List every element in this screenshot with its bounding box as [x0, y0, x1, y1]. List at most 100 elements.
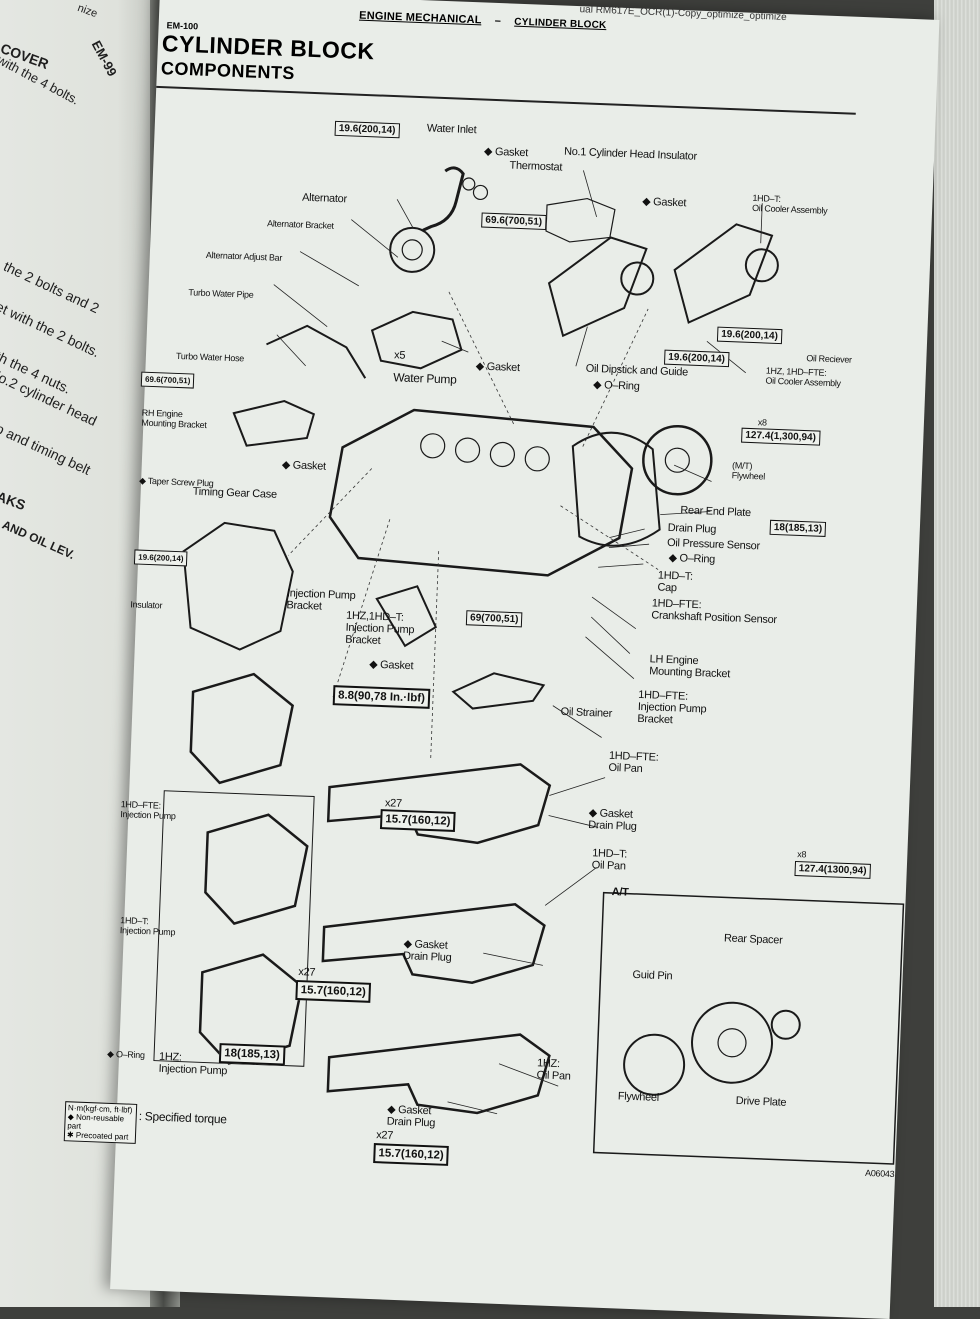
drive-plate-part [691, 1001, 774, 1084]
part-label: 1HD–T: Cap [657, 569, 693, 595]
left-page-line: . AND OIL LEV. [0, 515, 77, 563]
thermostat-part [472, 184, 489, 201]
legend-precoated: ✱ Precoated part [66, 1130, 129, 1142]
part-label: Insulator [130, 599, 163, 611]
oil-strainer-part [451, 672, 546, 710]
torque-spec: 19.6(200,14) [716, 326, 783, 345]
left-page-heading: AKS [0, 488, 28, 514]
rear-spacer-part [770, 1009, 801, 1040]
part-label: ◆ Gasket [281, 459, 327, 473]
part-label: ◆ O–Ring [592, 378, 640, 393]
injection-pump-part [204, 813, 309, 925]
part-label: 1HD–T: Oil Cooler Assembly [751, 192, 828, 216]
oil-pan-part [326, 1033, 551, 1115]
part-label: Guid Pin [632, 968, 673, 983]
legend-specified-torque: : Specified torque [138, 1109, 227, 1127]
figure-code: A06043 [864, 1167, 895, 1180]
rear-plate-part [571, 431, 661, 547]
torque-spec: 127.4(1300,94) [794, 861, 871, 879]
at-inset-frame [592, 891, 905, 1165]
part-label: 1HD–FTE: Injection Pump [120, 799, 176, 822]
part-label: A/T [611, 886, 629, 899]
part-label: 1HZ: Injection Pump [158, 1050, 228, 1078]
left-page-code: EM-99 [88, 38, 120, 79]
torque-spec: 18(185,13) [218, 1043, 286, 1066]
torque-spec: 15.7(160,12) [379, 809, 456, 832]
part-label: ◆ Gasket [475, 360, 520, 375]
part-label: ◆ Gasket [641, 195, 687, 210]
part-label: x27 [384, 797, 403, 810]
water-pump-part [370, 310, 463, 370]
page-edges [934, 0, 980, 1307]
torque-spec: 69(700,51) [465, 610, 523, 628]
part-label: ◆ Gasket Drain Plug [402, 938, 452, 964]
oil-filter-part [744, 248, 779, 283]
insulator-part [545, 197, 616, 243]
part-label: RH Engine Mounting Bracket [141, 407, 207, 431]
part-label: ◆ O–Ring [668, 551, 716, 566]
part-label: Water Inlet [426, 122, 477, 137]
part-label: ◆ Gasket [483, 145, 529, 160]
timing-case-part [182, 521, 294, 651]
part-label: Drain Plug [667, 521, 717, 536]
left-page-line: nize [75, 2, 99, 21]
part-label: Drive Plate [735, 1094, 787, 1109]
part-label: 1HZ: Oil Pan [536, 1057, 571, 1083]
water-inlet-part [422, 166, 465, 232]
flywheel-part [642, 424, 713, 496]
cylinder-block-part [328, 408, 634, 577]
torque-spec: 15.7(160,12) [295, 979, 372, 1003]
left-page-line: p and timing belt [0, 420, 94, 478]
part-label: LH Engine Mounting Bracket [648, 653, 731, 681]
torque-spec: 18(185,13) [769, 519, 827, 537]
part-label: x5 [393, 349, 406, 362]
bracket-part [232, 400, 316, 447]
part-label: 1HZ,1HD–T: Injection Pump Bracket [344, 609, 415, 647]
alternator-part [389, 226, 436, 273]
part-label: (M/T) Flywheel [731, 460, 766, 482]
oil-cooler-part [547, 236, 648, 338]
part-label: ◆ Gasket Drain Plug [386, 1103, 436, 1130]
part-label: 1HD–T: Injection Pump [119, 915, 176, 938]
exploded-view-diagram [153, 166, 905, 1165]
gasket-part [462, 177, 476, 191]
part-label: ◆ Gasket Drain Plug [588, 807, 637, 833]
part-label: 1HD–FTE: Injection Pump Bracket [637, 688, 707, 727]
part-label: Oil Strainer [560, 705, 613, 720]
part-label: 1HD–T: Oil Pan [591, 847, 628, 873]
alternator-part [401, 239, 423, 261]
part-label: Oil Reciever [806, 353, 852, 365]
oil-filter-part [620, 261, 655, 296]
oil-pan-part [326, 763, 552, 845]
part-label: 1HD–FTE: Crankshaft Position Sensor [651, 597, 777, 627]
part-label: x8 [757, 417, 767, 428]
part-label: Alternator [301, 191, 348, 206]
torque-spec: 8.8(90,78 In.·lbf) [332, 685, 431, 709]
part-label: x8 [797, 849, 807, 860]
turbo-pipe-part [266, 324, 367, 379]
torque-spec: 15.7(160,12) [373, 1143, 450, 1166]
manual-page: ual RM617E_OCR(1)-Copy_optimize_optimize… [63, 0, 940, 1319]
oil-pan-part [321, 903, 546, 984]
part-label: Flywheel [617, 1090, 660, 1104]
torque-spec: 69.6(700,51) [481, 212, 547, 230]
part-label: Injection Pump Bracket [286, 587, 356, 613]
torque-spec: 127.4(1,300,94) [741, 427, 821, 446]
torque-spec: 19.6(200,14) [133, 549, 188, 567]
part-label: x27 [298, 966, 316, 979]
part-label: ◆ O–Ring [106, 1048, 145, 1061]
part-label: 1HD–FTE: Oil Pan [608, 749, 659, 776]
part-label: 1HZ, 1HD–FTE: Oil Cooler Assembly [765, 365, 841, 389]
guide-pin-part [623, 1033, 686, 1096]
torque-spec: 19.6(200,14) [334, 120, 400, 139]
bracket-part [375, 585, 438, 648]
part-label: Rear Spacer [723, 932, 783, 947]
torque-spec: 19.6(200,14) [663, 349, 730, 368]
injection-pump-part [189, 672, 295, 785]
torque-spec: 69.6(700,51) [140, 371, 195, 389]
injection-pump-part [198, 953, 304, 1065]
part-label: Water Pump [393, 370, 457, 387]
part-label: Thermostat [509, 159, 563, 174]
oil-cooler-part [673, 223, 774, 324]
part-label: x27 [375, 1129, 394, 1142]
